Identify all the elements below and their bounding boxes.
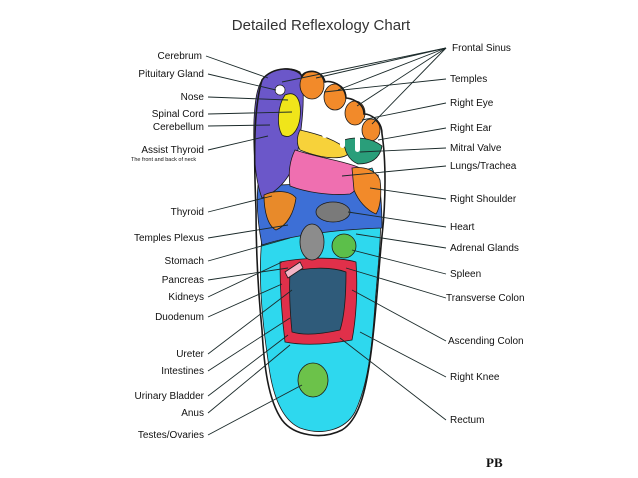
leader-mitral-valve — [359, 147, 447, 153]
leader-temples — [323, 78, 447, 93]
leader-right-knee — [359, 331, 447, 378]
toe-4 — [344, 100, 366, 126]
label-pituitary-gland: Pituitary Gland — [138, 69, 204, 80]
leader-urinary-bladder — [207, 334, 289, 397]
thyroid-orange-zone — [263, 191, 297, 231]
adrenal-zone — [331, 233, 357, 259]
leader-ascending-colon — [351, 289, 447, 342]
label-cerebellum: Cerebellum — [153, 122, 204, 133]
toe-2 — [299, 70, 325, 100]
pituitary-spot — [274, 84, 286, 96]
leader-cerebellum — [207, 124, 271, 127]
label-pancreas: Pancreas — [162, 275, 204, 286]
label-thyroid: Thyroid — [171, 207, 204, 218]
label-assist-thyroid-note: The front and back of neck — [131, 157, 196, 163]
label-right-shoulder: Right Shoulder — [450, 194, 517, 205]
shoulder-orange-zone — [351, 167, 382, 215]
label-testes-ovaries: Testes/Ovaries — [138, 430, 204, 441]
leader-ureter — [207, 289, 293, 355]
leader-transverse-colon — [345, 267, 447, 299]
toe-channel-3 — [340, 120, 345, 148]
label-lungs-trachea: Lungs/Trachea — [450, 161, 517, 172]
stomach-zone — [299, 223, 325, 261]
label-cerebrum: Cerebrum — [158, 51, 202, 62]
label-temples-plexus: Temples Plexus — [134, 233, 204, 244]
label-transverse-colon: Transverse Colon — [446, 293, 525, 304]
label-right-eye: Right Eye — [450, 98, 494, 109]
leader-heart — [347, 211, 447, 228]
leader-spinal-cord — [207, 111, 293, 115]
big-toe-yellow-zone — [278, 93, 301, 137]
leader-frontal-sinus-5 — [371, 47, 447, 125]
label-mitral-valve: Mitral Valve — [450, 143, 502, 154]
leader-right-ear — [377, 127, 447, 141]
lung-pink-zone — [288, 149, 361, 195]
leader-frontal-sinus-3 — [337, 47, 447, 91]
label-stomach: Stomach — [165, 256, 204, 267]
leader-anus — [207, 344, 291, 414]
leader-right-shoulder — [369, 187, 447, 200]
neck-yellow-zone — [296, 129, 351, 159]
chart-title: Detailed Reflexology Chart — [232, 17, 411, 34]
label-adrenal-glands: Adrenal Glands — [450, 243, 519, 254]
testes-ovaries-zone — [297, 362, 329, 398]
leader-thyroid — [207, 195, 273, 213]
labels-right: Frontal Sinus Temples Right Eye Right Ea… — [446, 43, 525, 426]
foot-illustration — [253, 68, 386, 437]
leader-pancreas — [207, 267, 289, 281]
leader-right-eye — [361, 102, 447, 121]
leader-spleen — [351, 249, 447, 275]
leader-frontal-sinus-4 — [356, 47, 447, 107]
leader-frontal-sinus-2 — [315, 47, 447, 79]
author-initials: PB — [486, 455, 503, 470]
leader-cerebrum — [205, 55, 269, 79]
label-right-ear: Right Ear — [450, 123, 492, 134]
foot-outline — [253, 68, 386, 437]
label-urinary-bladder: Urinary Bladder — [135, 391, 205, 402]
label-anus: Anus — [181, 408, 204, 419]
labels-left: Cerebrum Pituitary Gland Nose Spinal Cor… — [131, 51, 205, 441]
leader-nose — [207, 96, 289, 101]
heart-zone — [315, 201, 351, 223]
label-assist-thyroid: Assist Thyroid — [141, 145, 204, 156]
leader-adrenal-glands — [355, 233, 447, 249]
toe-channel-2 — [322, 108, 328, 138]
label-ureter: Ureter — [176, 349, 204, 360]
pancreas-zone — [284, 261, 304, 279]
leader-pituitary-gland — [207, 73, 277, 91]
label-intestines: Intestines — [161, 366, 204, 377]
leader-frontal-sinus-1 — [281, 47, 447, 83]
label-rectum: Rectum — [450, 415, 484, 426]
leader-testes-ovaries — [207, 384, 303, 436]
label-spinal-cord: Spinal Cord — [152, 109, 204, 120]
label-right-knee: Right Knee — [450, 372, 500, 383]
toe-5 — [361, 118, 381, 142]
leader-temples-plexus — [207, 224, 289, 239]
toe-channel-4 — [355, 130, 360, 152]
label-duodenum: Duodenum — [155, 312, 204, 323]
leader-lines-left — [205, 55, 303, 436]
leader-intestines — [207, 317, 291, 372]
label-temples: Temples — [450, 74, 487, 85]
label-kidneys: Kidneys — [168, 292, 204, 303]
toe-green-zone — [343, 137, 383, 165]
leader-lungs-trachea — [341, 165, 447, 177]
label-heart: Heart — [450, 222, 475, 233]
leader-kidneys — [207, 261, 283, 298]
leader-assist-thyroid — [207, 135, 269, 151]
leader-duodenum — [207, 283, 283, 318]
label-nose: Nose — [181, 92, 205, 103]
label-frontal-sinus: Frontal Sinus — [452, 43, 511, 54]
leader-stomach — [207, 237, 291, 262]
intestines-zone — [289, 267, 347, 335]
label-ascending-colon: Ascending Colon — [448, 336, 524, 347]
leader-rectum — [339, 337, 447, 421]
label-spleen: Spleen — [450, 269, 481, 280]
leader-lines-right — [281, 47, 447, 421]
toe-channel-1 — [307, 100, 313, 130]
